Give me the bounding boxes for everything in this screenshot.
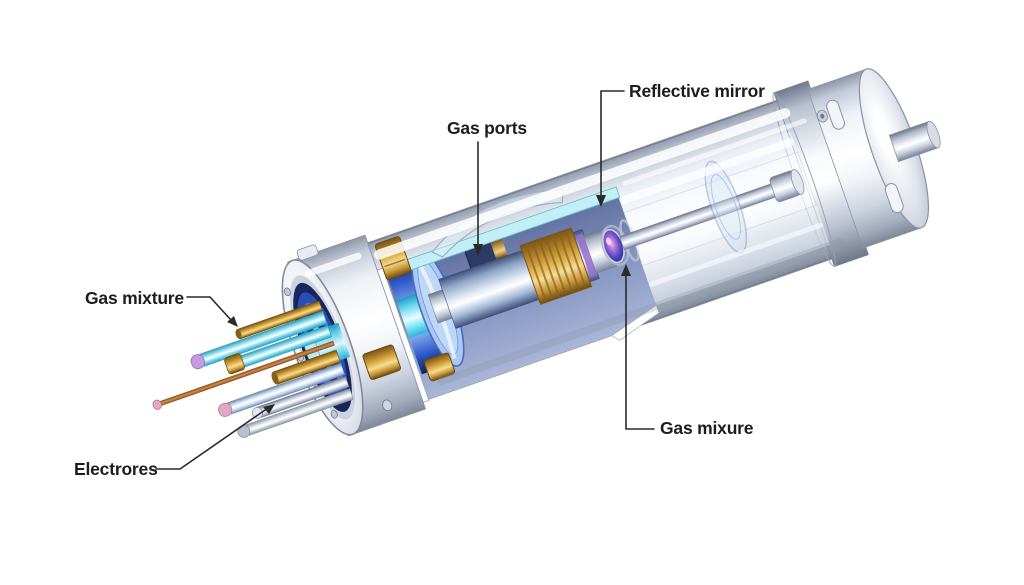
gold-collar — [224, 353, 245, 375]
pink-tip — [218, 402, 233, 417]
reflective-mirror-arrowhead — [596, 195, 606, 207]
glass-section — [616, 131, 831, 306]
laser-tube-body — [152, 68, 941, 438]
brass-clamp-lower-right — [423, 352, 456, 382]
flange-screw — [382, 399, 393, 412]
gas-mixture-left-label: Gas mixture — [85, 288, 184, 308]
pink-bead-tip — [152, 399, 162, 410]
flange-lug — [296, 244, 319, 261]
coil-stripes — [525, 230, 587, 302]
glass-band — [616, 131, 831, 306]
gas-mixture-right-label: Gas mixure — [660, 418, 754, 438]
cap-slot-lower — [884, 183, 904, 214]
electrode-tubes — [152, 300, 354, 438]
shell-highlight-short — [622, 118, 807, 186]
gold-rod-middle-end — [271, 371, 279, 385]
cap-slot-upper — [826, 99, 846, 130]
label-electrodes: Electrores — [74, 404, 275, 479]
gas-mixture-left-arrowhead — [227, 316, 238, 327]
violet-ring — [575, 233, 598, 278]
support-disc-inner — [710, 174, 741, 240]
label-gas-mixture-left: Gas mixture — [85, 288, 238, 327]
flange-highlight — [304, 252, 362, 278]
gas-ports-arrowhead — [473, 244, 483, 256]
label-gas-ports: Gas ports — [447, 118, 528, 256]
shell-shadow-streak — [437, 238, 844, 386]
reflective-mirror-label: Reflective mirror — [629, 81, 765, 101]
rod-end-face — [790, 169, 805, 195]
electrodes-arrowhead — [263, 404, 275, 414]
gas-mixture-left-leader — [186, 296, 232, 321]
lens-sparkle — [605, 237, 612, 246]
glass-streak-top — [619, 138, 795, 205]
shell-top-edge — [363, 88, 812, 246]
violet-tip — [190, 354, 206, 370]
annotations: Gas ports Reflective mirror Gas mixture … — [74, 81, 765, 479]
label-gas-mixture-right: Gas mixure — [621, 264, 754, 438]
gas-port-fitting — [490, 238, 508, 260]
cap-screw-dot — [820, 113, 825, 119]
gas-mixture-right-arrowhead — [621, 264, 631, 276]
glass-streak-bottom — [649, 222, 824, 287]
gold-rod-top-end — [235, 329, 242, 340]
cut-edge-lower-face — [611, 304, 660, 341]
electrodes-leader — [155, 407, 269, 470]
reflective-mirror-leader — [600, 90, 625, 198]
brass-clamp-bottom — [362, 344, 401, 380]
label-reflective-mirror: Reflective mirror — [596, 81, 765, 207]
gas-mixture-right-leader — [625, 273, 655, 430]
cutaway-interior — [380, 188, 661, 401]
clamp-groove — [384, 258, 406, 268]
output-shaft-end — [926, 120, 941, 149]
gas-ports-label: Gas ports — [447, 118, 527, 138]
electrodes-label: Electrores — [74, 459, 158, 479]
